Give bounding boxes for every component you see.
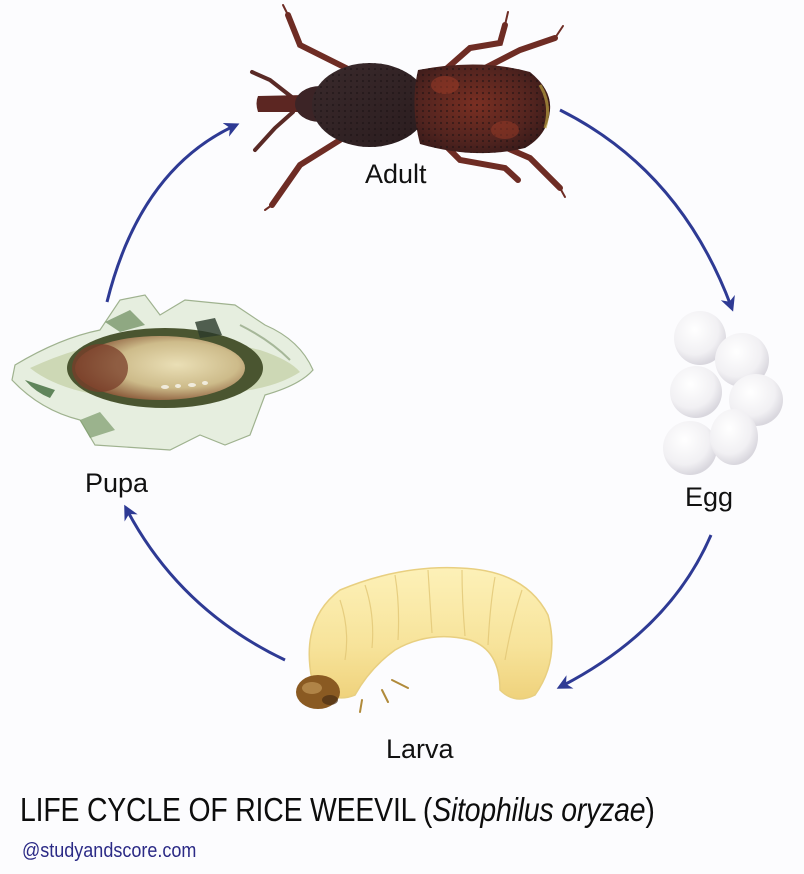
arrow-pupa-to-adult — [105, 123, 240, 303]
title-open-paren: ( — [422, 791, 433, 828]
arrow-adult-to-egg — [559, 108, 735, 312]
watermark: @studyandscore.com — [22, 840, 197, 862]
larva-illustration — [296, 566, 553, 713]
adult-weevil-illustration — [250, 4, 566, 211]
stage-label-pupa: Pupa — [85, 468, 149, 498]
title-scientific-name: Sitophilus oryzae — [432, 791, 646, 828]
arrow-larva-to-pupa — [124, 504, 286, 662]
stage-label-egg: Egg — [685, 482, 734, 512]
diagram-title: LIFE CYCLE OF RICE WEEVIL (Sitophilus or… — [20, 793, 655, 826]
stage-label-larva: Larva — [386, 734, 454, 764]
stage-label-adult: Adult — [365, 159, 427, 189]
arrow-egg-to-larva — [556, 534, 713, 689]
title-main: LIFE CYCLE OF RICE WEEVIL — [20, 791, 416, 828]
pupa-illustration — [11, 294, 314, 451]
title-close-paren: ) — [645, 791, 655, 828]
egg-cluster-illustration — [663, 311, 783, 475]
cycle-arrows — [105, 108, 735, 689]
